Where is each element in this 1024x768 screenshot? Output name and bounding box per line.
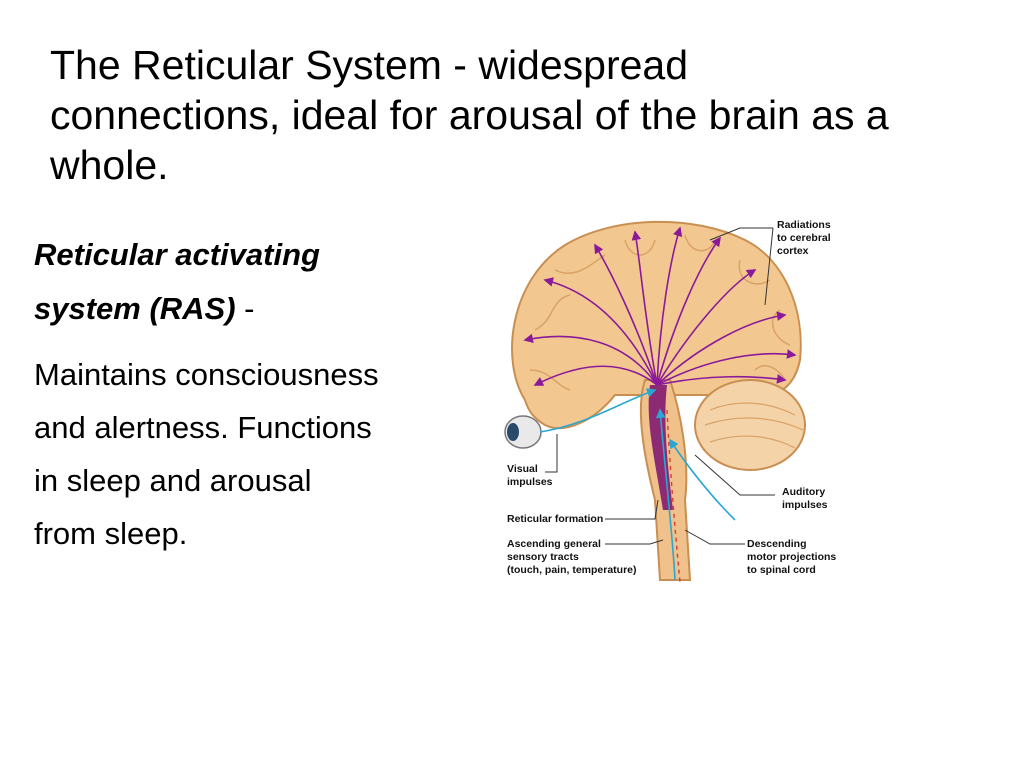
description-line: and alertness. Functions [34, 410, 372, 445]
cerebellum [694, 379, 806, 471]
eye-icon [504, 415, 542, 449]
ras-description: Maintains consciousness and alertness. F… [34, 348, 464, 560]
svg-text:(touch, pain, temperature): (touch, pain, temperature) [507, 564, 637, 576]
sensory-pathways [539, 388, 736, 581]
radiation-fibers [523, 226, 797, 386]
ras-dash: - [235, 291, 255, 326]
ras-term-line1: Reticular activating [34, 237, 320, 272]
label-radiations: Radiations [777, 219, 831, 231]
ras-term-line2: system (RAS) [34, 291, 236, 326]
label-ascending: sensory tracts [507, 551, 579, 563]
ras-heading: Reticular activating system (RAS) - [34, 228, 454, 336]
label-visual: impulses [507, 476, 553, 488]
label-reticular-formation: Reticular formation [507, 513, 603, 525]
svg-text:sensory tracts: sensory tracts [507, 551, 579, 563]
description-line: Maintains consciousness [34, 357, 379, 392]
cerebellum-folia [704, 402, 804, 449]
gyri [529, 234, 791, 391]
svg-text:impulses: impulses [782, 499, 828, 511]
title-line: whole. [50, 142, 169, 188]
svg-text:Radiations: Radiations [777, 219, 831, 231]
label-descending: motor projections [747, 551, 836, 563]
description-line: from sleep. [34, 516, 188, 551]
descending-tract [666, 409, 681, 583]
svg-text:to spinal cord: to spinal cord [747, 564, 816, 576]
svg-text:Reticular formation: Reticular formation [507, 513, 603, 525]
leader-lines [545, 227, 775, 545]
label-descending: Descending [747, 538, 807, 550]
svg-text:impulses: impulses [507, 476, 553, 488]
svg-text:to cerebral: to cerebral [777, 232, 831, 244]
label-visual: Visual [507, 463, 538, 475]
figure-labels: Radiations to cerebral cortex Visual imp… [507, 219, 836, 576]
label-ascending: Ascending general [507, 538, 601, 550]
brain-figure: Radiations to cerebral cortex Visual imp… [495, 210, 855, 590]
title-line: The Reticular System - widespread [50, 42, 689, 88]
title-line: connections, ideal for arousal of the br… [50, 92, 889, 138]
label-auditory: impulses [782, 499, 828, 511]
svg-text:Auditory: Auditory [782, 486, 825, 498]
slide-title: The Reticular System - widespread connec… [50, 40, 1000, 190]
svg-text:Descending: Descending [747, 538, 807, 550]
label-descending: to spinal cord [747, 564, 816, 576]
label-radiations: cortex [777, 245, 809, 257]
brain-illustration: Radiations to cerebral cortex Visual imp… [504, 219, 836, 583]
description-line: in sleep and arousal [34, 463, 312, 498]
label-radiations: to cerebral [777, 232, 831, 244]
svg-text:cortex: cortex [777, 245, 809, 257]
label-auditory: Auditory [782, 486, 825, 498]
svg-text:motor projections: motor projections [747, 551, 836, 563]
svg-text:Ascending general: Ascending general [507, 538, 601, 550]
svg-text:Visual: Visual [507, 463, 538, 475]
label-ascending: (touch, pain, temperature) [507, 564, 637, 576]
